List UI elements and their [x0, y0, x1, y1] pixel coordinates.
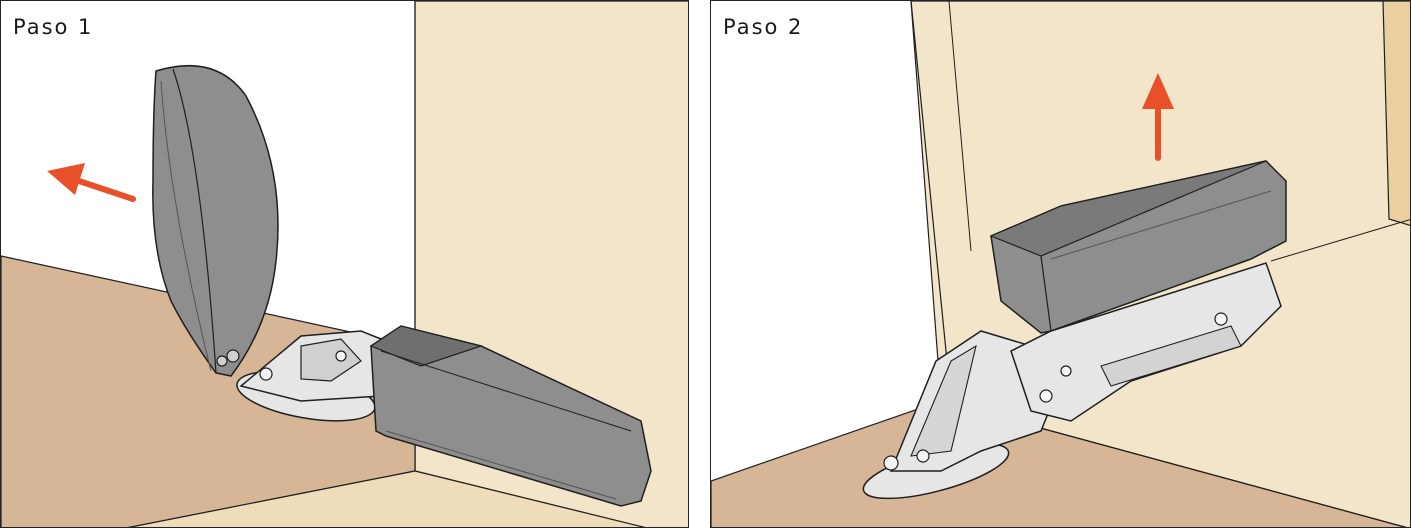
- step-1-illustration: [1, 1, 689, 528]
- arrow-left-icon: [47, 163, 133, 199]
- step-2-label: Paso 2: [721, 15, 805, 39]
- hinge-screw: [917, 450, 929, 462]
- step-2-illustration: [711, 1, 1411, 528]
- step-1-label: Paso 1: [11, 15, 95, 39]
- hinge-screw: [260, 368, 272, 380]
- step-2-panel: Paso 2: [710, 0, 1411, 528]
- hinge-screw: [884, 456, 898, 470]
- hinge-screw: [336, 351, 346, 361]
- step-1-panel: Paso 1: [0, 0, 689, 528]
